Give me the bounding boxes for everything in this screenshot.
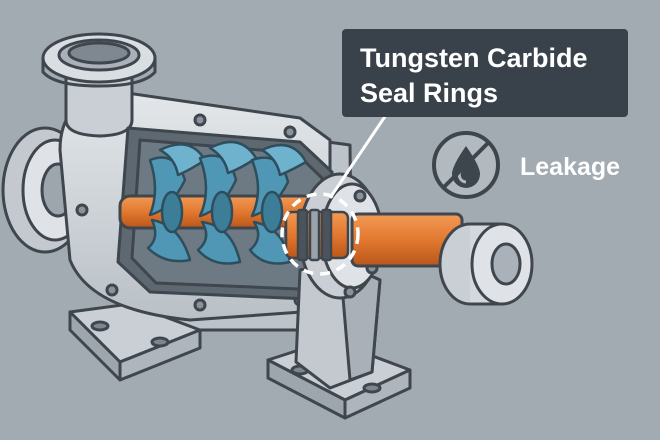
callout-title-line2: Seal Rings xyxy=(360,78,499,108)
seal-highlight-circle xyxy=(280,192,360,276)
callout-leader-line xyxy=(328,111,390,199)
no-water-drop-icon xyxy=(432,131,500,199)
seal-rings xyxy=(284,208,350,262)
discharge-nozzle xyxy=(41,32,157,138)
coupling-hub xyxy=(438,222,534,306)
callout-title-line1: Tungsten Carbide xyxy=(360,43,588,73)
leakage-label: Leakage xyxy=(520,153,621,181)
impeller-blades xyxy=(146,140,308,265)
callout-box: Tungsten Carbide Seal Rings xyxy=(342,29,628,117)
